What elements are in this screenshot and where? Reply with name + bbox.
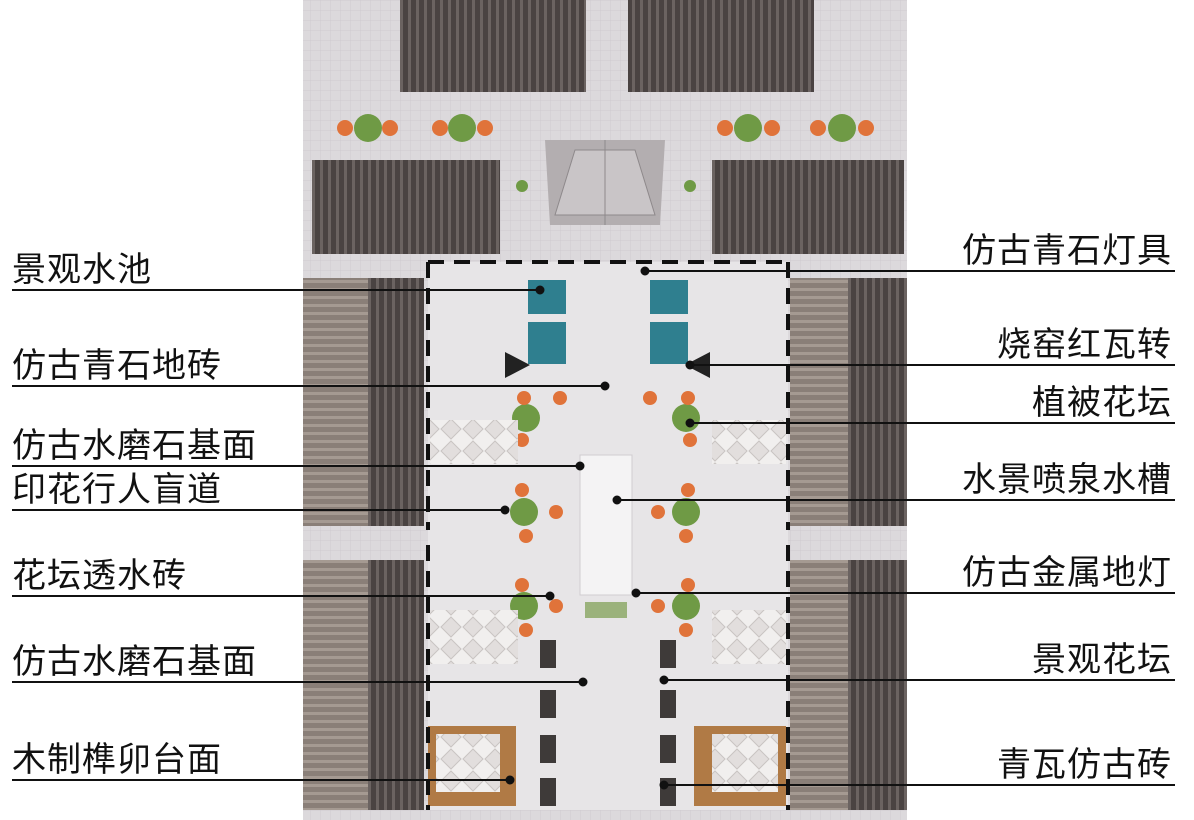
side-building-left-upper [368, 278, 424, 526]
fountain-channel [579, 454, 633, 596]
planting-beds [510, 391, 700, 637]
building-roof-top-right [628, 0, 814, 92]
side-building-left-upper-light [303, 278, 368, 526]
tent-canopies [430, 420, 786, 664]
label-landscape-pool: 景观水池 [12, 250, 152, 290]
label-kiln-red-tile: 烧窑红瓦转 [997, 325, 1172, 365]
top-tree-row [337, 114, 874, 192]
fountain-lawn [585, 602, 627, 618]
side-building-right-lower [790, 560, 848, 810]
label-landscape-planter: 景观花坛 [1032, 640, 1172, 680]
label-terrazzo-base-lower: 仿古水磨石基面 [12, 642, 257, 682]
side-building-right-upper [790, 278, 848, 526]
label-bluestone-lamp: 仿古青石灯具 [962, 231, 1172, 271]
label-permeable-brick: 花坛透水砖 [12, 556, 187, 596]
building-roof-mid-right [712, 160, 904, 254]
label-tactile-paving: 印花行人盲道 [12, 470, 222, 510]
label-wooden-tenon-deck: 木制榫卯台面 [12, 740, 222, 780]
pavilion-roof [545, 140, 665, 225]
side-building-right-lower-dark [848, 560, 907, 810]
dashed-boundary [426, 260, 790, 810]
label-bluestone-floor-tile: 仿古青石地砖 [12, 346, 222, 386]
wooden-decks [428, 726, 786, 806]
bench-modules [540, 640, 676, 806]
side-building-left-lower [368, 560, 424, 810]
label-planting-bed: 植被花坛 [1032, 383, 1172, 423]
side-building-right-upper-dark [848, 278, 907, 526]
building-roof-mid-left [312, 160, 500, 254]
label-grey-tile-brick: 青瓦仿古砖 [997, 745, 1172, 785]
label-metal-ground-light: 仿古金属地灯 [962, 553, 1172, 593]
label-fountain-channel: 水景喷泉水槽 [962, 460, 1172, 500]
building-roof-top-left [400, 0, 586, 92]
landscape-pools [505, 280, 710, 378]
side-building-left-lower-light [303, 560, 368, 810]
leader-lines [12, 266, 1175, 790]
label-terrazzo-base-upper: 仿古水磨石基面 [12, 426, 257, 466]
